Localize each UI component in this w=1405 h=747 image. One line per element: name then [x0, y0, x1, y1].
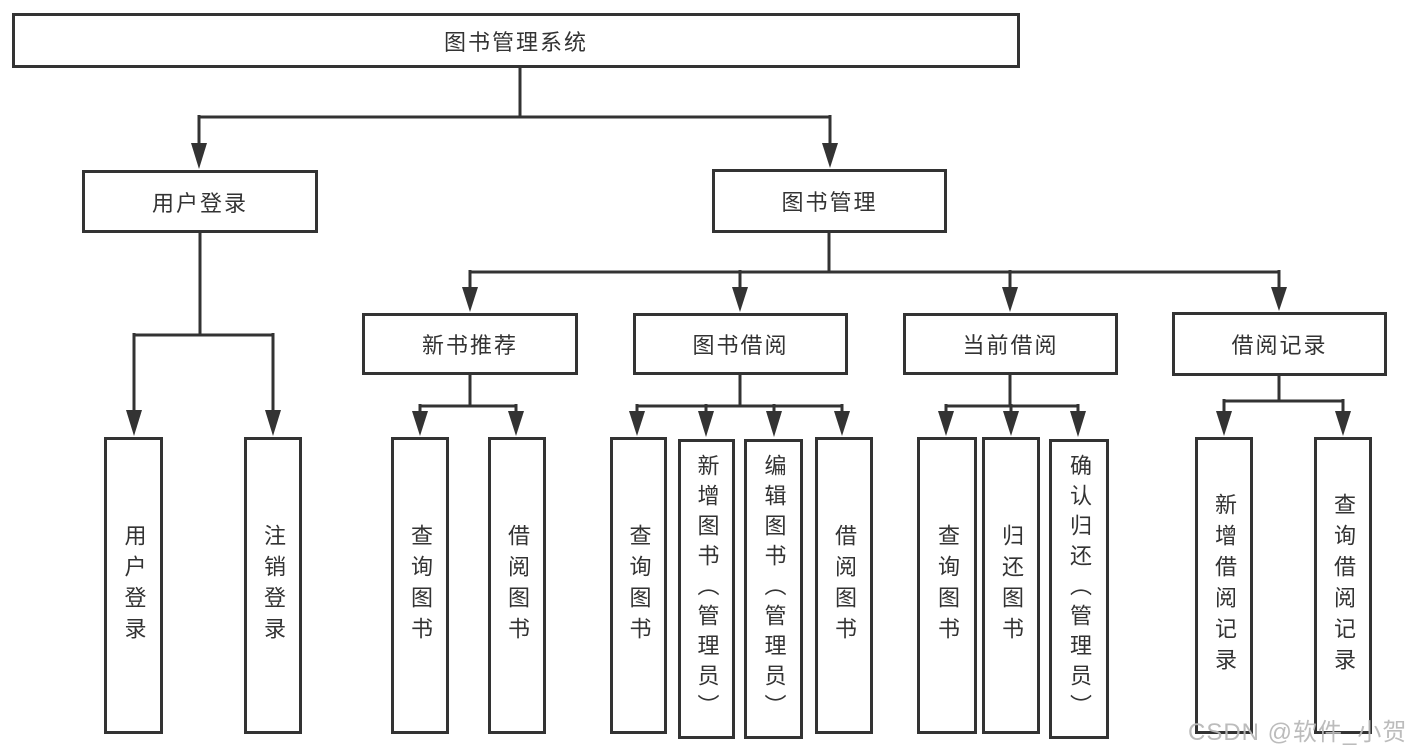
leaf-label: 查询借阅记录 [1331, 492, 1356, 679]
connector-root [197, 68, 832, 146]
connector-current-borrow [944, 374, 1080, 414]
leaf-edit-book-admin: 编辑图书（管理员） [744, 439, 803, 739]
node-current-borrow: 当前借阅 [903, 313, 1118, 375]
leaf-query-book-current: 查询图书 [917, 437, 977, 734]
leaf-borrow-book: 借阅图书 [815, 437, 873, 734]
leaf-user-login: 用户登录 [104, 437, 163, 734]
leaf-confirm-return-admin: 确认归还（管理员） [1049, 439, 1109, 739]
connector-book-borrow [635, 374, 844, 414]
leaf-label: 编辑图书（管理员） [761, 454, 787, 724]
arrowhead [126, 410, 142, 436]
leaf-label: 新增图书（管理员） [694, 454, 720, 724]
leaf-borrow-book-recommend: 借阅图书 [488, 437, 546, 734]
arrowhead [1335, 411, 1351, 436]
leaf-return-book: 归还图书 [982, 437, 1040, 734]
node-user-login: 用户登录 [82, 170, 318, 233]
leaf-query-borrow-record: 查询借阅记录 [1314, 437, 1372, 734]
leaf-label: 确认归还（管理员） [1067, 454, 1092, 724]
arrowhead [822, 143, 838, 168]
watermark-text: CSDN @软件_小贺同学 [1188, 719, 1405, 746]
arrowhead [834, 411, 850, 436]
arrowhead [412, 411, 428, 436]
arrowhead [1003, 411, 1019, 436]
arrowhead [1271, 287, 1287, 311]
leaf-label: 查询图书 [408, 523, 433, 648]
arrowhead [629, 411, 645, 436]
arrowhead [1002, 287, 1018, 312]
arrowhead [732, 287, 748, 312]
leaf-query-book-borrow: 查询图书 [610, 437, 667, 734]
arrowhead [191, 143, 207, 169]
arrowhead [508, 411, 524, 436]
arrowhead [1070, 411, 1086, 437]
leaf-add-borrow-record: 新增借阅记录 [1195, 437, 1253, 734]
leaf-label: 查询图书 [935, 523, 960, 648]
leaf-label: 借阅图书 [832, 523, 857, 648]
leaf-label: 注销登录 [261, 523, 286, 648]
leaf-label: 借阅图书 [505, 523, 530, 648]
node-book-borrow: 图书借阅 [633, 313, 848, 375]
node-book-mgmt: 图书管理 [712, 169, 947, 233]
connector-book-mgmt [468, 233, 1281, 291]
node-root: 图书管理系统 [12, 13, 1020, 68]
arrowhead [938, 411, 954, 436]
arrowhead [698, 411, 714, 437]
leaf-add-book-admin: 新增图书（管理员） [678, 439, 735, 739]
leaf-label: 新增借阅记录 [1212, 492, 1237, 679]
leaf-label: 查询图书 [626, 523, 652, 648]
leaf-query-book-recommend: 查询图书 [391, 437, 449, 734]
node-new-book-recommend: 新书推荐 [362, 313, 578, 375]
arrowhead [462, 287, 478, 312]
arrowhead [766, 411, 782, 437]
arrowhead [265, 410, 281, 436]
connector-new-book [418, 374, 518, 414]
node-borrow-record: 借阅记录 [1172, 312, 1387, 376]
connector-borrow-record [1222, 375, 1345, 414]
leaf-logout-login: 注销登录 [244, 437, 302, 734]
leaf-label: 归还图书 [999, 523, 1024, 648]
connector-user-login [132, 233, 275, 413]
leaf-label: 用户登录 [121, 523, 147, 648]
arrowhead [1216, 411, 1232, 436]
